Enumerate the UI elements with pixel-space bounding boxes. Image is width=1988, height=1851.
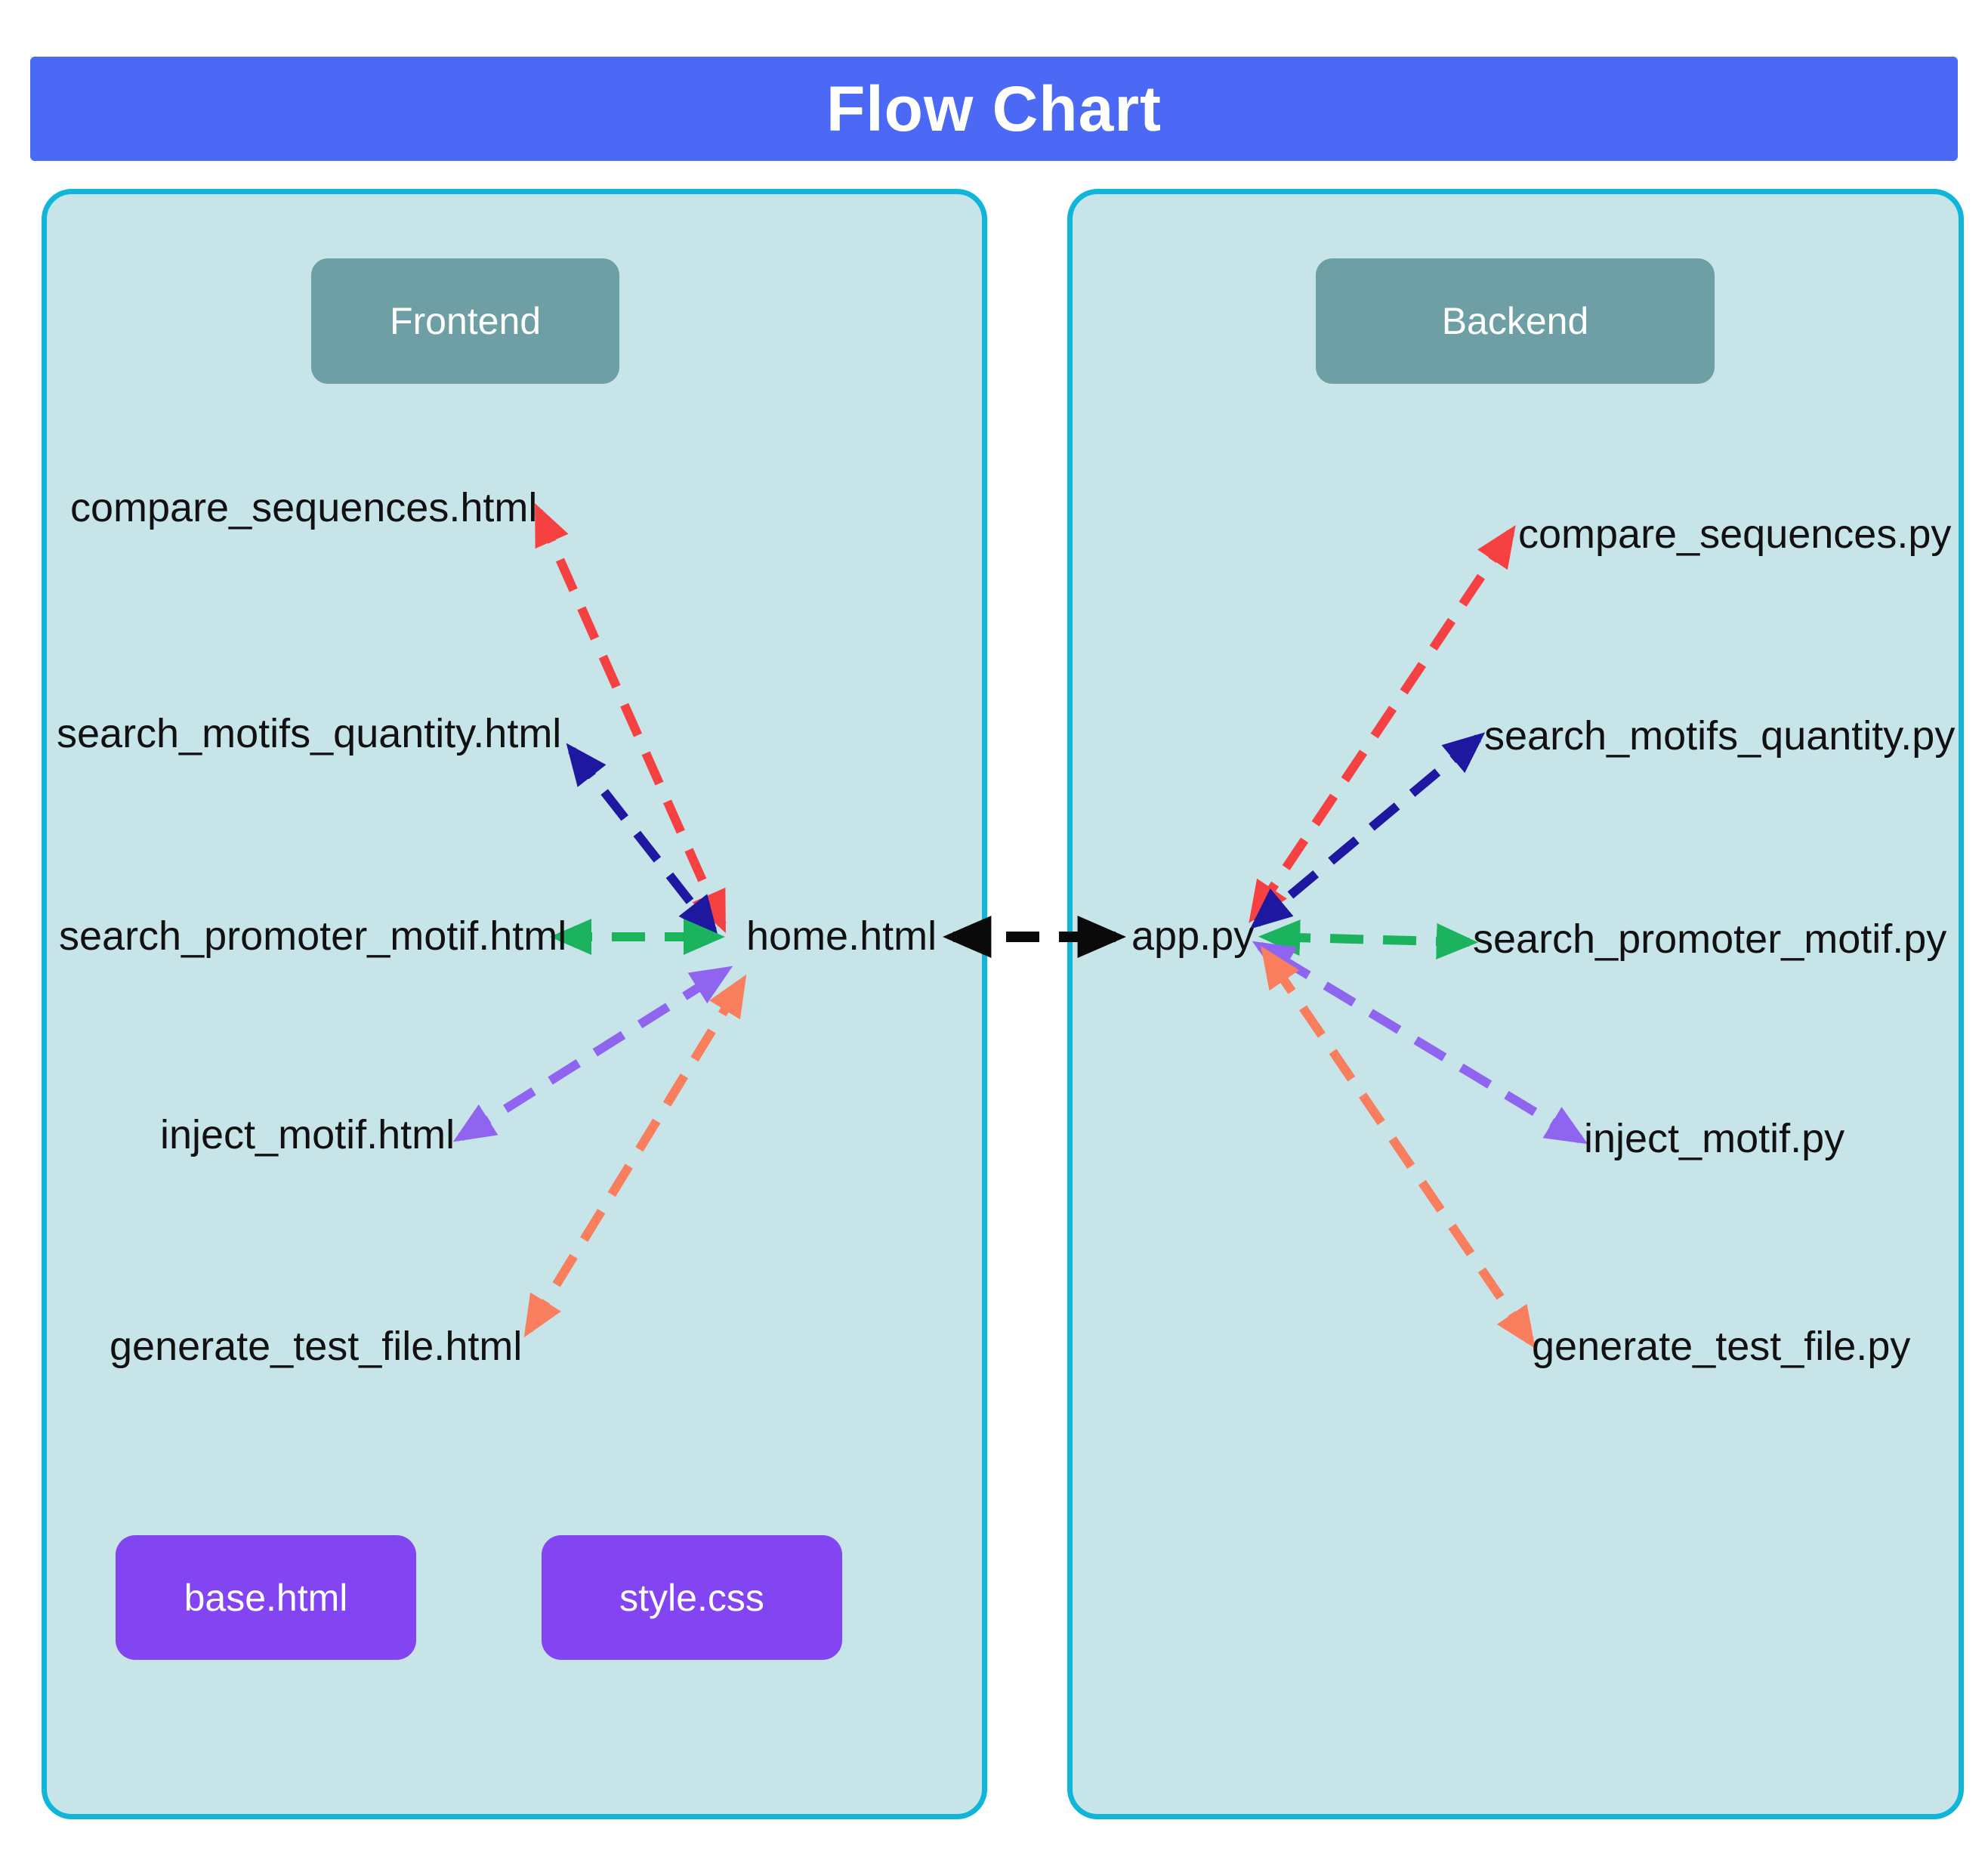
- frontend-badge: Frontend: [311, 258, 619, 384]
- style-css-box: style.css: [542, 1535, 842, 1660]
- backend-badge: Backend: [1316, 258, 1715, 384]
- node-generate-test-file-py: generate_test_file.py: [1532, 1323, 1911, 1369]
- node-app-py: app.py: [1131, 913, 1255, 959]
- base-html-box-label: base.html: [184, 1576, 348, 1619]
- node-inject-motif-py: inject_motif.py: [1584, 1115, 1845, 1161]
- node-inject-motif-html: inject_motif.html: [160, 1111, 455, 1157]
- node-compare-sequences-html: compare_sequences.html: [70, 484, 538, 530]
- node-home-html: home.html: [746, 913, 937, 959]
- backend-panel: [1067, 189, 1964, 1819]
- backend-badge-label: Backend: [1441, 300, 1589, 342]
- node-search-motifs-quantity-html: search_motifs_quantity.html: [57, 710, 562, 756]
- node-search-motifs-quantity-py: search_motifs_quantity.py: [1484, 712, 1956, 759]
- page-title: Flow Chart: [826, 73, 1162, 144]
- node-search-promoter-motif-html: search_promoter_motif.html: [59, 913, 567, 959]
- node-generate-test-file-html: generate_test_file.html: [110, 1323, 523, 1369]
- style-css-box-label: style.css: [619, 1576, 764, 1619]
- title-bar: Flow Chart: [30, 57, 1958, 161]
- node-compare-sequences-py: compare_sequences.py: [1518, 511, 1952, 557]
- frontend-badge-label: Frontend: [389, 300, 542, 342]
- base-html-box: base.html: [116, 1535, 416, 1660]
- node-search-promoter-motif-py: search_promoter_motif.py: [1473, 916, 1947, 962]
